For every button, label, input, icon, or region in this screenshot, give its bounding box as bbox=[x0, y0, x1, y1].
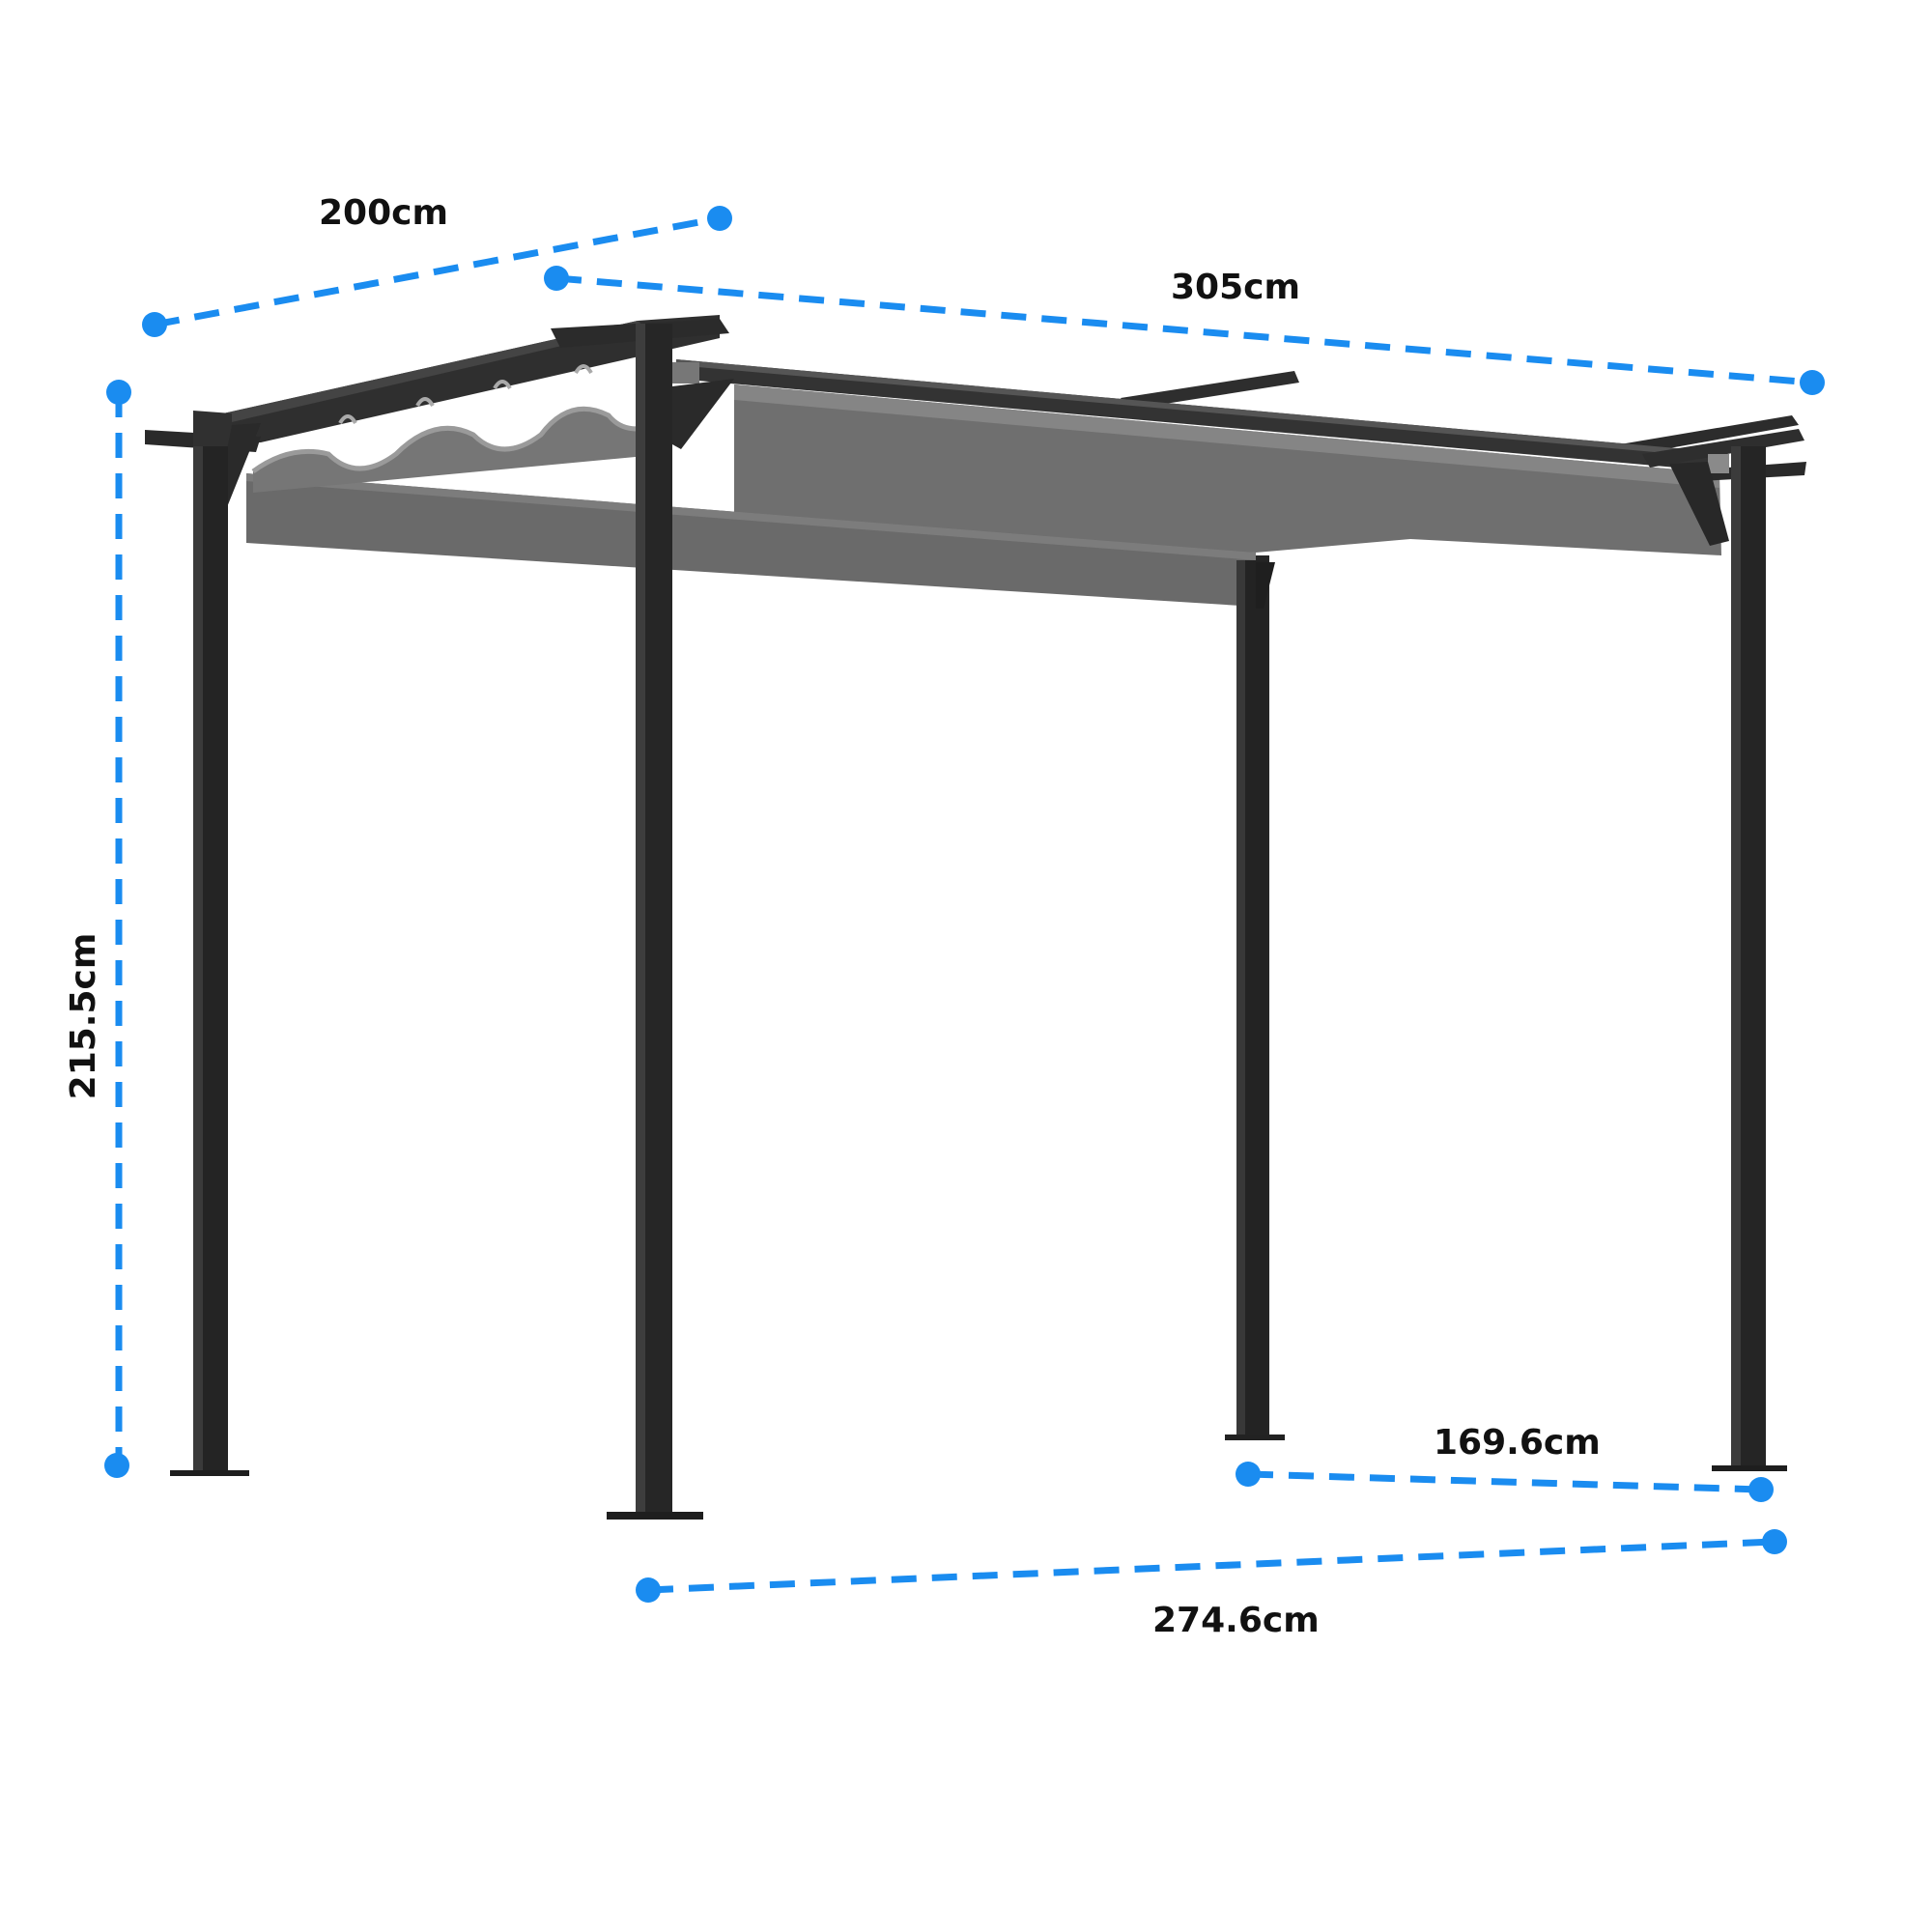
label-long-span: 274.6cm bbox=[1152, 1601, 1320, 1640]
beam-left-depth bbox=[193, 315, 720, 446]
canopy bbox=[246, 364, 1721, 607]
pergola bbox=[145, 315, 1806, 1520]
post-back-middle bbox=[1236, 560, 1275, 1435]
label-short-span: 169.6cm bbox=[1434, 1423, 1601, 1463]
post-front-center bbox=[551, 319, 734, 1520]
post-front-right bbox=[1712, 446, 1787, 1471]
dimension-labels: 200cm 305cm 215.5cm 169.6cm 274.6cm bbox=[64, 193, 1601, 1640]
dimension-lines bbox=[104, 206, 1825, 1603]
label-depth: 200cm bbox=[319, 193, 448, 233]
dim-long-span bbox=[636, 1529, 1787, 1603]
post-front-left bbox=[170, 446, 249, 1476]
dim-length bbox=[544, 266, 1825, 395]
label-length: 305cm bbox=[1171, 268, 1300, 307]
dim-depth bbox=[142, 206, 732, 337]
beam-middle-upper bbox=[1121, 371, 1299, 410]
label-height: 215.5cm bbox=[64, 933, 103, 1100]
dim-short-span bbox=[1236, 1462, 1774, 1502]
dim-height bbox=[104, 380, 131, 1478]
